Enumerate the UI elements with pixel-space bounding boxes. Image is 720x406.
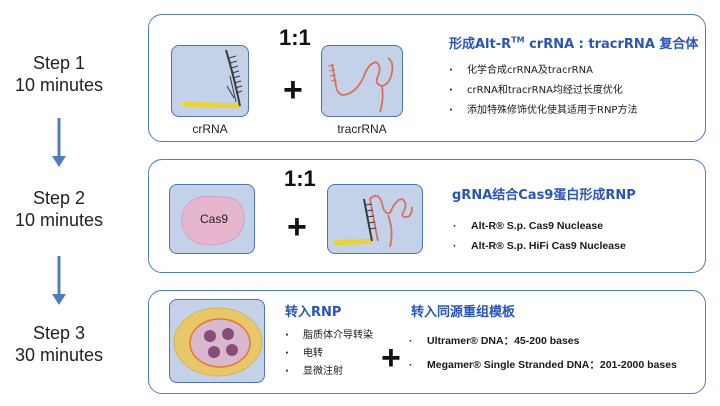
tracrrna-illustration	[321, 45, 403, 117]
cell-icon	[173, 307, 263, 377]
step-3-duration: 30 minutes	[14, 345, 104, 365]
plus-icon: +	[283, 71, 303, 109]
ratio-label: 1:1	[279, 25, 311, 50]
step-2-panel: 1:1 Cas9 + gRNA结合Cas9蛋白形成RNP Alt-R® S.p.…	[148, 159, 706, 273]
plus-icon: +	[381, 339, 401, 377]
down-arrow-icon	[52, 256, 66, 305]
crrna-illustration	[171, 45, 249, 117]
crrna-caption: crRNA	[192, 122, 228, 136]
tracrrna-icon	[327, 57, 394, 113]
cell-illustration	[169, 299, 265, 383]
cas9-protein-icon	[181, 195, 245, 246]
grna-complex-icon	[333, 194, 413, 248]
step-2-duration: 10 minutes	[14, 210, 104, 230]
hdr-template-title: 转入同源重组模板	[411, 305, 516, 320]
step-3-label: Step 3 30 minutes	[0, 322, 118, 366]
step-3-title: Step 3	[32, 323, 86, 343]
tracrrna-caption: tracrRNA	[337, 122, 387, 136]
step-2-title-text: gRNA结合Cas9蛋白形成RNP	[452, 188, 636, 203]
list-item: Ultramer® DNA：45-200 bases	[407, 329, 677, 353]
step-1-duration: 10 minutes	[14, 75, 104, 95]
list-item: Alt-R® S.p. HiFi Cas9 Nuclease	[451, 236, 626, 256]
list-item: 添加特殊修饰优化使其适用于RNP方法	[447, 101, 637, 121]
hdr-template-list: Ultramer® DNA：45-200 bases Megamer® Sing…	[407, 329, 677, 377]
list-item: 电转	[283, 345, 373, 363]
cas9-label: Cas9	[200, 212, 229, 226]
list-item: 脂质体介导转染	[283, 327, 373, 345]
step-1-title: Step 1	[32, 53, 86, 73]
list-item: Megamer® Single Stranded DNA：201-2000 ba…	[407, 353, 677, 377]
cas9-illustration: Cas9	[169, 184, 255, 254]
down-arrow-icon	[52, 118, 66, 167]
step-2-bullet-list: Alt-R® S.p. Cas9 Nuclease Alt-R® S.p. Hi…	[451, 216, 626, 256]
step-2-title: Step 2	[32, 188, 86, 208]
list-item: Alt-R® S.p. Cas9 Nuclease	[451, 216, 626, 236]
list-item: 显微注射	[283, 363, 373, 381]
plus-icon: +	[287, 208, 307, 246]
rnp-delivery-title: 转入RNP	[285, 305, 342, 320]
list-item: 化学合成crRNA及tracrRNA	[447, 61, 637, 81]
rnp-delivery-list: 脂质体介导转染 电转 显微注射	[283, 327, 373, 381]
step-1-panel: 1:1 crRNA + tracrRNA 形成Alt-RTM crRNA : t…	[148, 14, 706, 142]
step-3-panel: 转入RNP 脂质体介导转染 电转 显微注射 + 转入同源重组模板 Ultrame…	[148, 290, 706, 394]
list-item: crRNA和tracrRNA均经过长度优化	[447, 81, 637, 101]
step-1-title-text: 形成Alt-RTM crRNA : tracrRNA 复合体	[449, 35, 699, 52]
step-1-label: Step 1 10 minutes	[0, 52, 118, 96]
step-1-bullet-list: 化学合成crRNA及tracrRNA crRNA和tracrRNA均经过长度优化…	[447, 61, 637, 121]
ratio-label: 1:1	[284, 166, 316, 191]
crrna-icon	[181, 49, 243, 109]
grna-complex-illustration	[327, 184, 423, 254]
step-2-label: Step 2 10 minutes	[0, 187, 118, 231]
